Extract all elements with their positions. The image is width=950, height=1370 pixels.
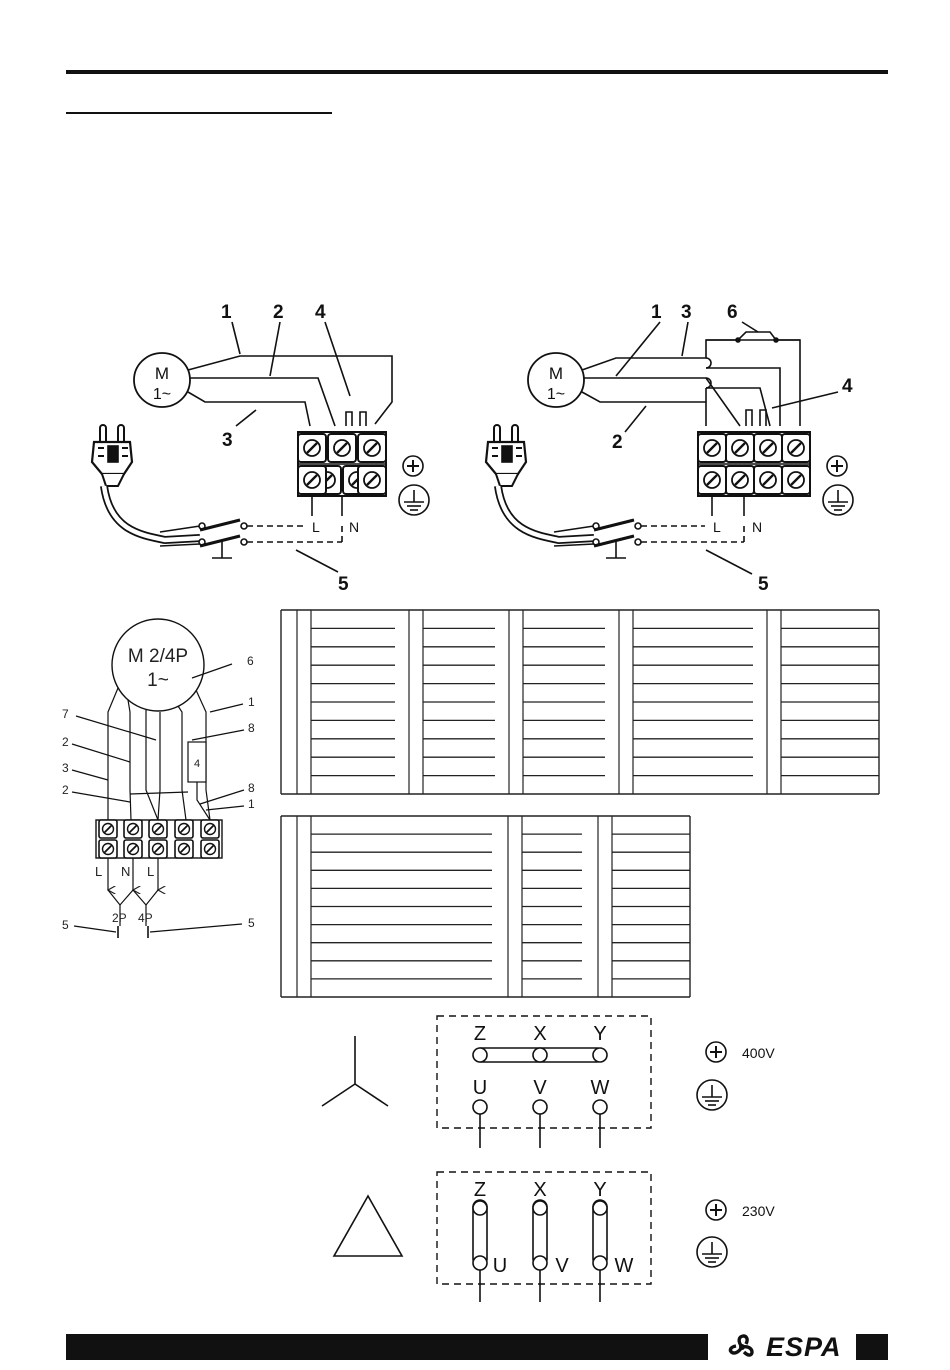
callout-2: 2 <box>62 735 69 749</box>
callout-6: 6 <box>727 302 738 323</box>
terminal-u: U <box>473 1077 487 1099</box>
thermal-label: 4 <box>194 758 200 770</box>
terminal-l2-label: L <box>147 864 154 879</box>
callout-5: 5 <box>338 574 349 595</box>
terminal-n-label: N <box>349 519 359 535</box>
callout-8: 8 <box>248 721 255 735</box>
callout-3: 3 <box>222 430 233 451</box>
switch-4p-label: 4P <box>138 911 153 925</box>
voltage-label-230: 230V <box>742 1203 775 1219</box>
terminal-u: U <box>493 1255 507 1277</box>
terminal-l-label: L <box>713 519 721 535</box>
callout-3: 3 <box>681 302 692 323</box>
terminal-w: W <box>591 1077 610 1099</box>
callout-8-lower: 8 <box>248 781 255 795</box>
callout-2-lower: 2 <box>62 783 69 797</box>
callout-3: 3 <box>62 761 69 775</box>
motor-letter: M <box>155 364 169 383</box>
callout-4: 4 <box>315 302 326 323</box>
terminal-y: Y <box>593 1023 606 1045</box>
motor-phase: 1~ <box>153 386 171 403</box>
motor-letter: M <box>549 364 563 383</box>
callout-5: 5 <box>758 574 769 595</box>
callout-4: 4 <box>842 376 853 397</box>
terminal-v: V <box>555 1255 569 1277</box>
callout-5-right: 5 <box>248 916 255 930</box>
motor-phase: 1~ <box>547 386 565 403</box>
brand-logo: ESPA <box>722 1332 842 1362</box>
terminal-l-label: L <box>312 519 320 535</box>
voltage-label-400: 400V <box>742 1045 775 1061</box>
delta-labels: Z X Y U V W 230V <box>474 1179 775 1277</box>
callout-1-lower: 1 <box>248 797 255 811</box>
terminal-n-label: N <box>121 864 130 879</box>
callout-5-left: 5 <box>62 918 69 932</box>
terminal-z: Z <box>474 1179 486 1201</box>
callout-2: 2 <box>612 432 623 453</box>
table-bottom <box>281 816 690 997</box>
callout-1: 1 <box>651 302 662 323</box>
callout-6: 6 <box>247 654 254 668</box>
brand-name: ESPA <box>766 1332 842 1363</box>
specification-tables <box>281 610 879 997</box>
terminal-v: V <box>533 1077 547 1099</box>
single-phase-diagram-right <box>486 322 853 574</box>
switch-2p-label: 2P <box>112 911 127 925</box>
motor-type: M 2/4P <box>128 646 188 667</box>
delta-connection <box>334 1172 727 1302</box>
terminal-x: X <box>533 1179 546 1201</box>
page-number-box <box>856 1334 888 1360</box>
terminal-w: W <box>615 1255 634 1277</box>
terminal-y: Y <box>593 1179 606 1201</box>
espa-logo-icon <box>722 1332 762 1362</box>
footer-bar <box>66 1334 708 1360</box>
callout-1: 1 <box>221 302 232 323</box>
terminal-l-label: L <box>95 864 102 879</box>
callout-2: 2 <box>273 302 284 323</box>
motor-phase: 1~ <box>147 670 169 691</box>
callout-1: 1 <box>248 695 255 709</box>
table-top <box>281 610 879 794</box>
star-connection <box>322 1016 727 1148</box>
single-phase-diagram-left <box>92 322 429 572</box>
terminal-z: Z <box>474 1023 486 1045</box>
callout-7: 7 <box>62 707 69 721</box>
terminal-x: X <box>533 1023 546 1045</box>
terminal-n-label: N <box>752 519 762 535</box>
